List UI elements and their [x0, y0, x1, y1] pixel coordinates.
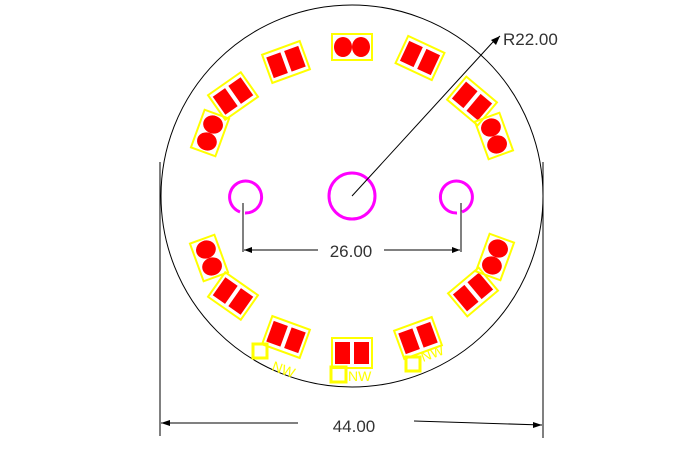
- silkscreen-outline: [260, 314, 312, 360]
- smd-pad: [266, 52, 288, 79]
- led-footprint: [445, 75, 499, 127]
- radius-dimension: R22.00: [351, 30, 558, 197]
- led-footprint: [260, 39, 312, 85]
- round-pad: [202, 257, 222, 276]
- nw-label: NW: [348, 368, 372, 384]
- led-footprint: [331, 337, 373, 369]
- smd-pad: [399, 40, 423, 68]
- smd-pad: [212, 277, 238, 304]
- led-footprint: [206, 270, 260, 322]
- round-pad: [352, 37, 370, 57]
- radius-label: R22.00: [503, 30, 558, 49]
- smd-pad: [452, 284, 479, 312]
- smd-pad: [467, 272, 494, 300]
- round-pad: [487, 135, 507, 154]
- right-mount-slot: [438, 179, 474, 215]
- led-footprint: [206, 70, 260, 122]
- smd-pad: [466, 93, 493, 121]
- smd-pad: [416, 321, 438, 348]
- led-footprint-round: [473, 111, 515, 161]
- led-footprint-round: [331, 33, 373, 61]
- center-hole: [327, 171, 377, 221]
- nw-marker-square: [329, 365, 348, 384]
- nw-marker-square: [404, 355, 422, 373]
- led-footprint-round: [189, 108, 231, 158]
- width-dimension: 44.00: [159, 162, 544, 438]
- led-footprint: [446, 266, 500, 318]
- round-pad: [488, 239, 508, 258]
- smd-pad: [284, 45, 306, 72]
- hole-spacing-label: 26.00: [330, 242, 373, 261]
- smd-pad: [451, 81, 478, 109]
- nw-label: NW: [419, 342, 447, 365]
- silkscreen-outline: [473, 111, 515, 161]
- round-pad: [196, 240, 216, 259]
- nw-label: NW: [270, 358, 298, 381]
- silkscreen-outline: [474, 232, 516, 282]
- smd-pad: [212, 88, 238, 115]
- silkscreen-outline: [206, 70, 260, 122]
- round-pad: [203, 115, 223, 134]
- silkscreen-outline: [392, 315, 444, 361]
- smd-pad: [417, 48, 441, 76]
- led-footprint-round: [474, 232, 516, 282]
- smd-pad: [354, 342, 369, 364]
- silkscreen-outline: [206, 270, 260, 322]
- silkscreen-outline: [446, 266, 500, 318]
- nw-markers: NW NW NW: [251, 342, 447, 384]
- smd-pad: [335, 342, 350, 364]
- left-mount-slot: [228, 179, 264, 215]
- round-pad: [334, 37, 352, 57]
- silkscreen-outline: [188, 233, 230, 283]
- width-label: 44.00: [333, 417, 376, 436]
- round-pad: [481, 118, 501, 137]
- led-footprint-round: [188, 233, 230, 283]
- silkscreen-outline: [394, 34, 446, 82]
- round-pad: [197, 132, 217, 151]
- smd-pad: [228, 288, 254, 315]
- round-pad: [482, 256, 502, 275]
- silkscreen-outline: [445, 75, 499, 127]
- led-footprint: [392, 315, 444, 361]
- nw-marker-square: [251, 342, 269, 360]
- led-footprints: [188, 33, 516, 369]
- smd-pad: [398, 328, 420, 355]
- smd-pad: [228, 77, 254, 104]
- smd-pad: [266, 320, 288, 347]
- silkscreen-outline: [331, 33, 373, 61]
- hole-spacing-dimension: 26.00: [242, 203, 462, 261]
- led-footprint: [394, 34, 446, 82]
- silkscreen-outline: [189, 108, 231, 158]
- silkscreen-outline: [331, 337, 373, 369]
- silkscreen-outline: [260, 39, 312, 85]
- smd-pad: [284, 327, 306, 354]
- led-footprint: [260, 314, 312, 360]
